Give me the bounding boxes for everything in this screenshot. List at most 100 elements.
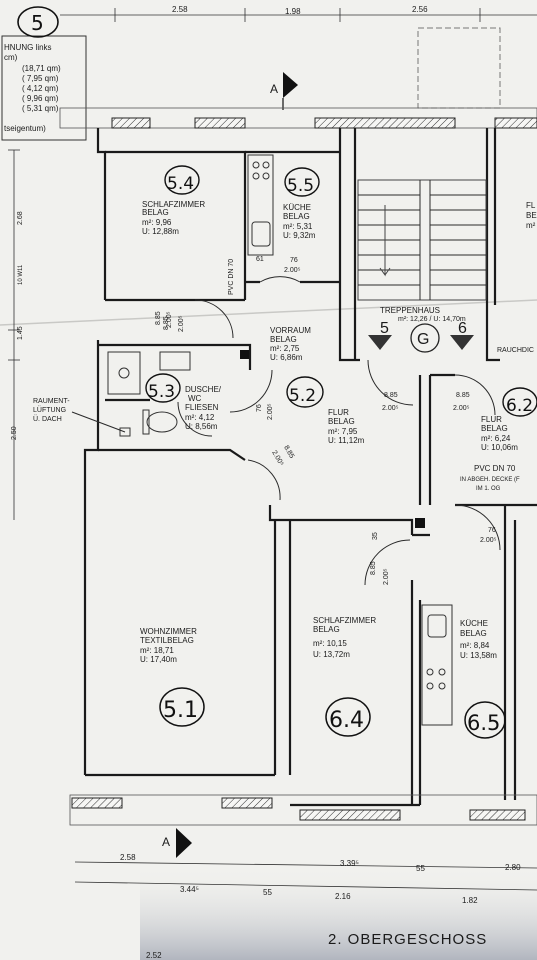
bot-dim-partial: 2.52 — [146, 951, 162, 960]
room-number: 6.2 — [506, 396, 533, 416]
svg-text:61: 61 — [256, 256, 264, 263]
staircase: 5 G 6 TREPPENHAUS m²: 12,26 / U: 14,70m — [357, 179, 487, 353]
svg-text:LÜFTUNG: LÜFTUNG — [33, 406, 66, 414]
svg-text:IM 1. OG: IM 1. OG — [476, 486, 501, 492]
stair-center-letter: G — [417, 331, 429, 348]
room-area: m²: 6,24 — [481, 434, 511, 443]
room-belag: BELAG — [328, 417, 355, 426]
room-number: 6.4 — [329, 708, 364, 733]
kitchen-55-fixtures — [247, 154, 274, 256]
room-area: m²: 18,71 — [140, 646, 174, 655]
room-belag: BELAG — [313, 625, 340, 634]
bathroom-fixtures — [107, 350, 249, 437]
svg-text:8.85: 8.85 — [384, 392, 398, 399]
wall-label: 10 W11 — [18, 264, 24, 285]
bottom-sill-1 — [71, 797, 123, 809]
room-number: 5.4 — [167, 174, 194, 194]
bot-dim-6: 55 — [263, 888, 272, 897]
room-name: SCHLAFZIMMER — [313, 616, 376, 625]
svg-text:8.85: 8.85 — [370, 561, 377, 575]
svg-text:2.00⁵: 2.00⁵ — [284, 267, 301, 274]
top-dim-1: 2.58 — [172, 5, 188, 14]
bot-dim-4: 2.80 — [505, 863, 521, 872]
room-belag: BELAG — [283, 212, 310, 221]
room-belag: TEXTILBELAG — [140, 636, 194, 645]
room-vorraum: VORRAUM BELAG m²: 2,75 U: 6,86m — [270, 326, 311, 362]
svg-text:76: 76 — [256, 404, 263, 412]
room-belag: BELAG — [481, 424, 508, 433]
bot-dim-7: 2.16 — [335, 892, 351, 901]
room-name: FLUR — [481, 415, 502, 424]
bot-dim-2: 3.39⁵ — [340, 859, 359, 868]
room-number: 5.2 — [289, 386, 316, 406]
svg-text:35: 35 — [372, 532, 379, 540]
room-name: DUSCHE/ — [185, 385, 222, 394]
legend-line1: HNUNG links — [4, 43, 52, 52]
window-sill-1 — [111, 117, 151, 129]
left-dim-3: 2.50 — [11, 426, 18, 440]
facade-bottom — [69, 794, 537, 826]
room-area: m²: 10,15 — [313, 639, 347, 648]
top-dim-2: 1.98 — [285, 7, 301, 16]
room-right-edge: FL BE m² — [526, 201, 537, 230]
room-name: FLUR — [328, 408, 349, 417]
bot-dim-5: 3.44⁵ — [180, 885, 199, 894]
left-dim-2: 1.45 — [17, 326, 24, 340]
room-name: WOHNZIMMER — [140, 627, 197, 636]
room-perimeter: U: 12,88m — [142, 227, 179, 236]
room-perimeter: U: 6,86m — [270, 353, 303, 362]
room-flur-52: 5.2 FLUR BELAG m²: 7,95 U: 11,12m — [286, 376, 365, 445]
room-area: m²: 4,12 — [185, 413, 215, 422]
bottom-sill-3 — [299, 809, 401, 821]
svg-text:BE: BE — [526, 211, 537, 220]
svg-text:8.85: 8.85 — [456, 392, 470, 399]
left-dimension-line: 2.68 1.45 2.50 10 W11 — [8, 149, 24, 520]
shadow-bottom — [140, 865, 537, 960]
room-name: SCHLAFZIMMER — [142, 200, 205, 209]
room-number: 6.5 — [467, 711, 500, 735]
room-perimeter: U: 9,32m — [283, 231, 316, 240]
legend-area-3: ( 4,12 qm) — [22, 84, 59, 93]
svg-text:RAUMENT-: RAUMENT- — [33, 398, 70, 405]
facade-top — [59, 107, 537, 129]
bot-dim-1: 2.58 — [120, 853, 136, 862]
bot-dim-8: 1.82 — [462, 896, 478, 905]
room-belag: BELAG — [460, 629, 487, 638]
room-belag: FLIESEN — [185, 403, 219, 412]
door-swings — [177, 276, 501, 586]
room-perimeter: U: 17,40m — [140, 655, 177, 664]
room-number: 5.1 — [163, 698, 198, 723]
stair-center-circle — [410, 323, 440, 353]
window-sill-4 — [494, 117, 537, 129]
svg-text:IN ABGEH. DECKE (F: IN ABGEH. DECKE (F — [460, 477, 520, 483]
svg-text:76: 76 — [488, 527, 496, 534]
svg-text:8.85: 8.85 — [155, 311, 162, 325]
svg-text:2.00⁵: 2.00⁵ — [480, 537, 497, 544]
svg-text:A: A — [162, 835, 170, 849]
stair-right-number: 6 — [458, 320, 467, 337]
room-name: KÜCHE — [460, 619, 488, 628]
unit-number: 5 — [31, 11, 44, 35]
room-name: KÜCHE — [283, 203, 311, 212]
svg-text:PVC DN 70: PVC DN 70 — [474, 464, 516, 473]
room-area: m²: 8,84 — [460, 641, 490, 650]
legend-area-2: ( 7,95 qm) — [22, 74, 59, 83]
svg-text:2.00⁵: 2.00⁵ — [267, 403, 274, 420]
window-sill-3 — [314, 117, 456, 129]
room-area: m²: 7,95 — [328, 427, 358, 436]
left-dim-1: 2.68 — [17, 211, 24, 225]
section-marker-bottom: A — [162, 828, 192, 858]
bot-dim-3: 55 — [416, 864, 425, 873]
stair-area: m²: 12,26 / U: 14,70m — [398, 316, 466, 323]
svg-text:2.00⁵: 2.00⁵ — [382, 405, 399, 412]
walls — [83, 128, 537, 807]
ventilation-note: RAUMENT- LÜFTUNG Ü. DACH — [33, 398, 126, 433]
floor-title: 2. OBERGESCHOSS — [328, 931, 487, 948]
svg-text:2.00⁵: 2.00⁵ — [383, 568, 390, 585]
room-belag: BELAG — [142, 208, 169, 217]
room-perimeter: U: 10,06m — [481, 443, 518, 452]
room-schlafzimmer-64: SCHLAFZIMMER BELAG m²: 10,15 U: 13,72m 6… — [313, 616, 376, 737]
room-area: m²: 9,96 — [142, 218, 172, 227]
